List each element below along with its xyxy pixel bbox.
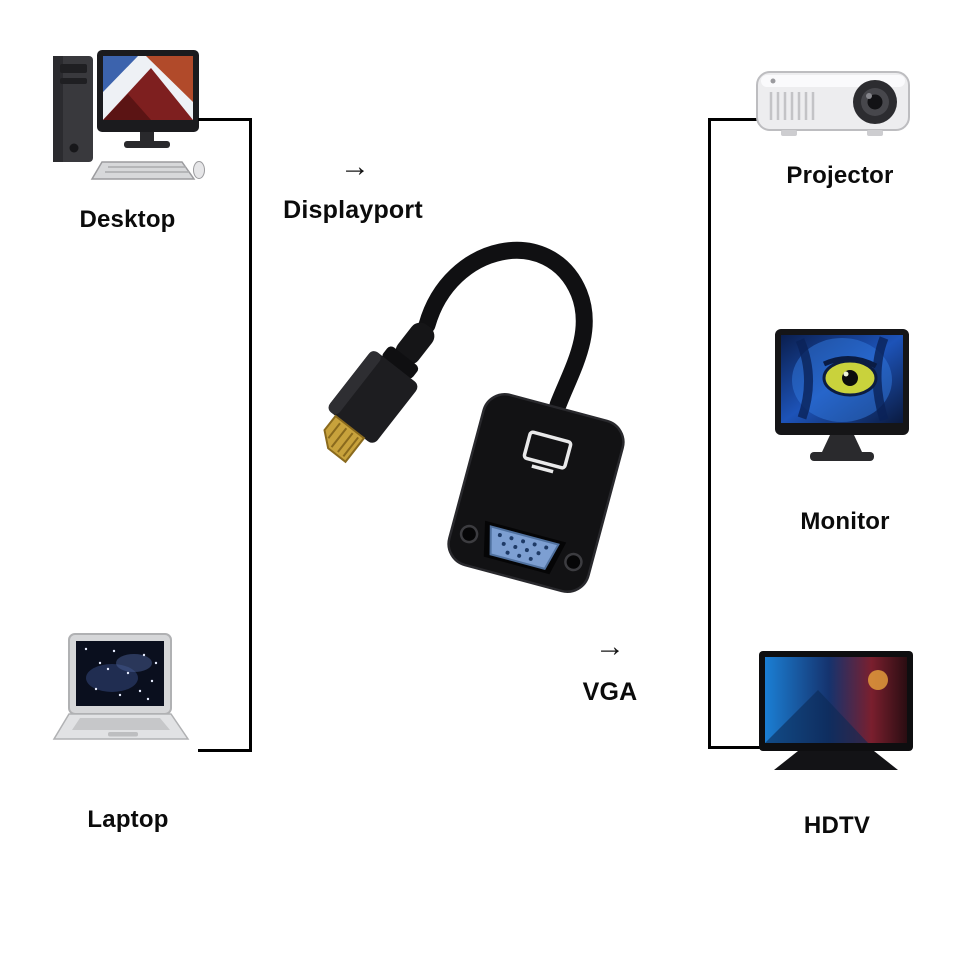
hdtv-icon [759,651,913,770]
right-bracket-top-line [708,118,763,121]
monitor-print-icon [522,430,573,474]
adapter-image [255,235,655,615]
vga-adapter-body [447,393,625,593]
projector-image [755,60,911,144]
projector-icon [756,71,910,136]
vga-label: VGA [582,678,638,706]
vga-port-icon [489,525,560,570]
monitor-image [772,328,912,466]
projector-vents [769,92,815,120]
monitor-icon [775,329,909,461]
desktop-tower [53,56,93,162]
adapter-cable [418,241,593,414]
left-bracket-bottom-line [198,749,252,752]
right-bracket-vertical-line [708,118,711,749]
desktop-mouse [193,161,205,179]
vga-screw-hole-left [459,524,479,544]
desktop-computer-icon [53,50,205,180]
desktop-image [50,50,205,190]
right-bracket-bottom-line [708,746,766,749]
vga-arrow-icon: → [595,630,625,663]
hdtv-label: HDTV [803,812,871,839]
laptop-base [52,713,190,740]
left-bracket-vertical-line [249,118,252,752]
laptop-icon [52,633,190,740]
hdtv-image [758,650,914,774]
desktop-monitor [97,50,199,148]
laptop-screen [68,633,172,715]
vga-pin-holes [497,533,549,561]
vga-screw-hole-right [564,552,583,572]
monitor-label: Monitor [800,508,890,535]
desktop-label: Desktop [79,206,176,233]
desktop-keyboard [90,161,196,180]
laptop-label: Laptop [87,806,169,833]
hdtv-stand [774,751,898,770]
laptop-image [52,633,192,748]
displayport-plug-icon [323,322,435,464]
displayport-arrow-icon: → [340,150,370,183]
displayport-to-vga-adapter-icon [323,241,625,593]
left-bracket-top-line [198,118,252,121]
projector-label: Projector [786,162,894,189]
displayport-label: Displayport [283,196,423,224]
